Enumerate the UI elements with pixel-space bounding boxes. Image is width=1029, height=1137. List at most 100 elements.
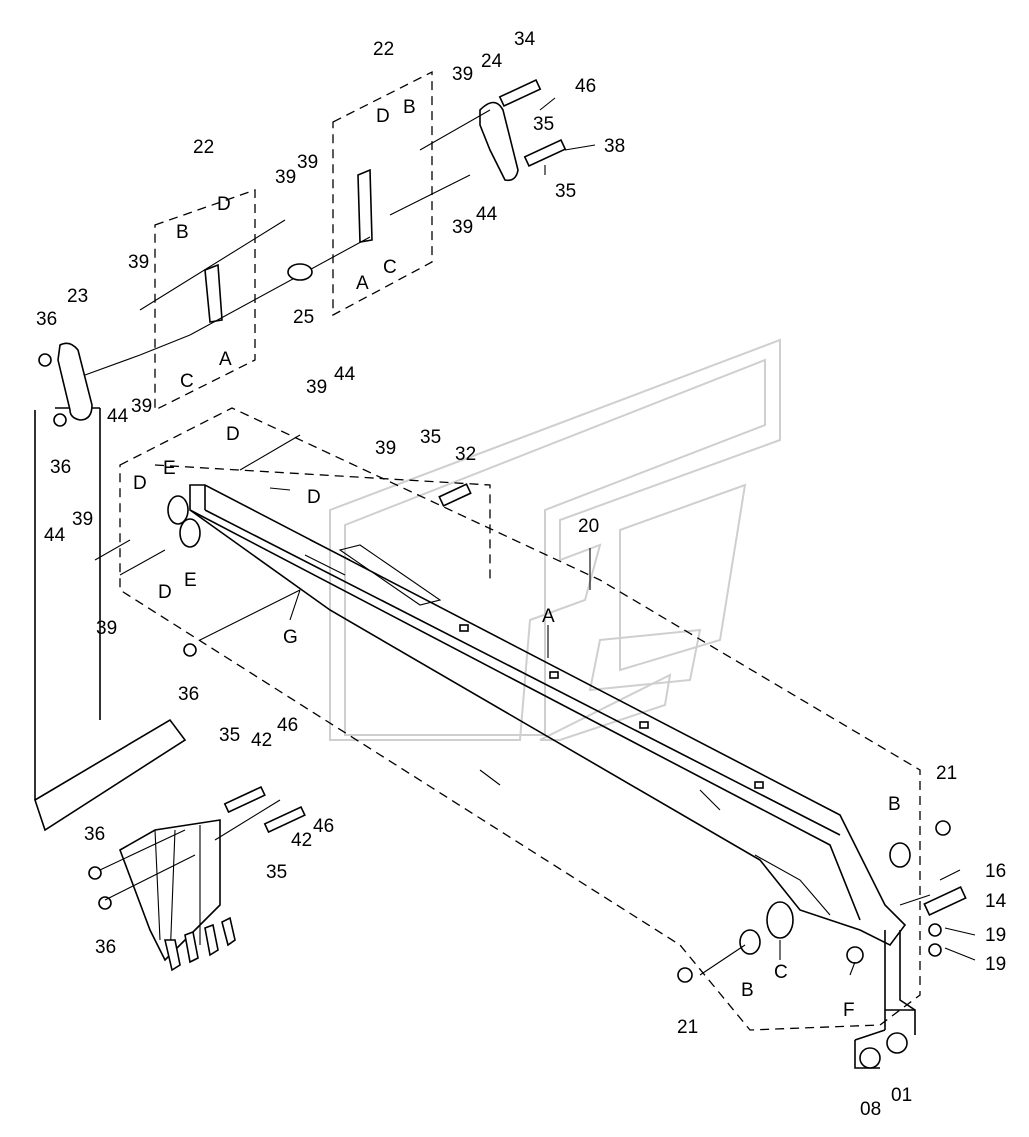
- label-B: B: [176, 222, 189, 243]
- label-34: 34: [514, 29, 536, 50]
- label-14: 14: [985, 891, 1007, 912]
- label-46: 46: [575, 76, 596, 97]
- label-36: 36: [36, 309, 57, 330]
- label-36: 36: [84, 824, 105, 845]
- label-F: F: [843, 1000, 855, 1021]
- pin-34: [498, 78, 542, 108]
- linkage: [57, 101, 519, 421]
- label-24: 24: [481, 51, 503, 72]
- label-C: C: [180, 371, 194, 392]
- boom-boss: [549, 671, 559, 679]
- label-D: D: [217, 194, 231, 215]
- label-21: 21: [936, 763, 957, 784]
- label-44: 44: [334, 364, 356, 385]
- label-46: 46: [313, 816, 334, 837]
- nut-36: [38, 353, 52, 367]
- label-39: 39: [72, 509, 93, 530]
- label-38: 38: [604, 136, 625, 157]
- label-36: 36: [178, 684, 199, 705]
- label-leaders: [94, 97, 976, 976]
- label-39: 39: [375, 438, 396, 459]
- label-39: 39: [128, 252, 149, 273]
- label-39: 39: [96, 618, 117, 639]
- label-39: 39: [306, 377, 327, 398]
- nut-36: [88, 866, 102, 880]
- label-A: A: [356, 273, 369, 294]
- label-B: B: [888, 794, 901, 815]
- label-39: 39: [131, 396, 152, 417]
- label-22: 22: [193, 137, 214, 158]
- nut-36: [183, 643, 197, 657]
- pin-38: [523, 138, 567, 168]
- shim-01: [886, 1032, 908, 1054]
- bush-C: [766, 901, 794, 939]
- label-35: 35: [266, 862, 287, 883]
- label-21: 21: [677, 1017, 698, 1038]
- nut-36: [98, 896, 112, 910]
- label-D: D: [307, 487, 321, 508]
- bush-E: [167, 495, 189, 525]
- pin-42: [263, 805, 306, 834]
- label-A: A: [542, 606, 555, 627]
- label-32: 32: [455, 444, 476, 465]
- label-D: D: [158, 582, 172, 603]
- bush-B: [889, 842, 911, 868]
- label-C: C: [774, 962, 788, 983]
- label-36: 36: [95, 937, 116, 958]
- label-44: 44: [107, 406, 129, 427]
- watermark-logo: [329, 338, 781, 741]
- label-19: 19: [985, 925, 1006, 946]
- label-46: 46: [277, 715, 298, 736]
- label-G: G: [283, 627, 298, 648]
- boom-boss: [754, 781, 764, 789]
- bucket: [99, 799, 281, 972]
- label-16: 16: [985, 861, 1006, 882]
- label-39: 39: [297, 152, 318, 173]
- label-E: E: [184, 570, 197, 591]
- label-C: C: [383, 257, 397, 278]
- washer-21: [677, 967, 693, 983]
- label-35: 35: [219, 725, 240, 746]
- label-D: D: [226, 424, 240, 445]
- label-19: 19: [985, 954, 1006, 975]
- pin-14: [923, 886, 967, 916]
- label-35: 35: [533, 114, 554, 135]
- nut-19: [928, 943, 942, 957]
- label-44: 44: [44, 525, 66, 546]
- label-39: 39: [275, 167, 296, 188]
- label-25: 25: [293, 307, 314, 328]
- washer-21: [935, 820, 951, 836]
- label-D: D: [376, 106, 390, 127]
- label-35: 35: [555, 181, 576, 202]
- bush-E: [179, 518, 201, 548]
- label-D: D: [133, 473, 147, 494]
- label-44: 44: [476, 204, 498, 225]
- nut-F: [846, 946, 864, 964]
- nut-36: [53, 413, 67, 427]
- boom-boss: [639, 721, 649, 729]
- label-01: 01: [891, 1085, 912, 1106]
- boom: [189, 484, 907, 947]
- boom-boss: [459, 624, 469, 632]
- label-B: B: [741, 980, 754, 1001]
- pin-32: [438, 483, 472, 507]
- label-08: 08: [860, 1099, 881, 1120]
- label-B: B: [403, 97, 416, 118]
- label-23: 23: [67, 286, 88, 307]
- label-22: 22: [373, 39, 394, 60]
- dashed-outlines: [119, 70, 921, 1031]
- nut-19: [928, 923, 942, 937]
- label-20: 20: [578, 516, 599, 537]
- label-35: 35: [420, 427, 441, 448]
- pin-42: [223, 785, 266, 814]
- label-42: 42: [291, 830, 312, 851]
- bush-B: [739, 929, 761, 955]
- label-E: E: [163, 458, 176, 479]
- part-labels: 22 22 34 24 46 35 38 35 39 44 39 D B C A…: [36, 29, 1007, 1120]
- label-36: 36: [50, 457, 71, 478]
- shim-08: [859, 1047, 881, 1069]
- label-39: 39: [452, 64, 473, 85]
- label-42: 42: [251, 730, 272, 751]
- label-39: 39: [452, 217, 473, 238]
